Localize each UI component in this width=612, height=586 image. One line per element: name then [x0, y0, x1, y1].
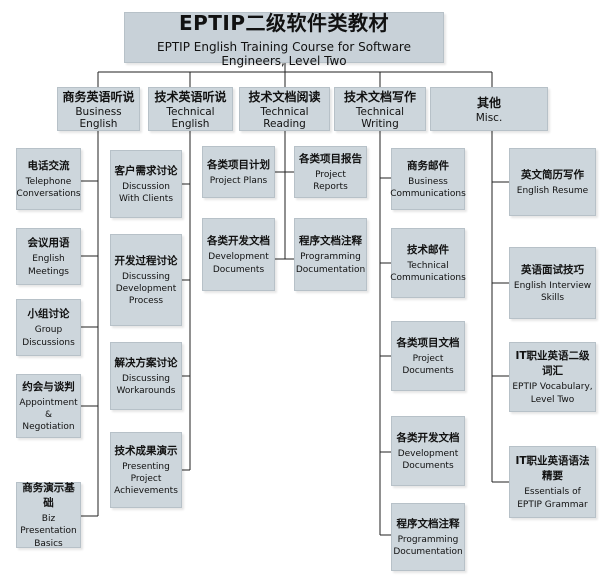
leaf-group-discussions: 小组讨论 Group Discussions — [16, 299, 81, 356]
category-label-en: Business English — [75, 106, 122, 130]
category-label-zh: 其他 — [476, 96, 501, 110]
leaf-label-zh: 各类项目计划 — [207, 158, 270, 171]
leaf-label-zh: 各类项目文档 — [396, 336, 460, 349]
category-label-zh: 技术英语听说 — [154, 90, 227, 104]
leaf-programming-documentation-reading: 程序文档注释 Programming Documentation — [294, 218, 367, 291]
leaf-label-zh: 小组讨论 — [27, 308, 70, 321]
leaf-label-zh: 约会与谈判 — [22, 380, 75, 393]
leaf-label-en: Development Documents — [397, 448, 459, 471]
leaf-label-zh: 各类开发文档 — [396, 431, 460, 444]
leaf-appointment-negotiation: 约会与谈判 Appointment & Negotiation — [16, 374, 81, 438]
root-title-en: EPTIP English Training Course for Softwa… — [157, 40, 411, 68]
leaf-label-zh: 英文简历写作 — [521, 168, 584, 181]
leaf-presenting-project-achievements: 技术成果演示 Presenting Project Achievements — [110, 432, 182, 508]
leaf-label-zh: 客户需求讨论 — [114, 164, 178, 177]
leaf-project-documents: 各类项目文档 Project Documents — [391, 321, 465, 391]
category-label-en: Technical Writing — [355, 106, 405, 130]
leaf-programming-documentation-writing: 程序文档注释 Programming Documentation — [391, 503, 465, 571]
leaf-english-interview-skills: 英语面试技巧 English Interview Skills — [509, 247, 596, 319]
category-label-en: Technical Reading — [260, 106, 309, 130]
leaf-label-zh: 会议用语 — [27, 237, 70, 250]
leaf-label-en: Discussion With Clients — [118, 181, 174, 204]
leaf-label-zh: 程序文档注释 — [299, 235, 362, 248]
leaf-label-zh: IT职业英语二级词汇 — [515, 350, 590, 378]
leaf-label-en: Technical Communications — [390, 260, 466, 283]
leaf-label-en: English Resume — [516, 185, 589, 196]
category-technical-writing: 技术文档写作 Technical Writing — [334, 87, 426, 131]
leaf-label-zh: 商务演示基础 — [22, 482, 75, 510]
leaf-label-en: Discussing Workarounds — [116, 373, 176, 396]
leaf-english-resume: 英文简历写作 English Resume — [509, 148, 596, 216]
leaf-label-zh: 开发过程讨论 — [114, 254, 178, 267]
leaf-label-en: Appointment & Negotiation — [19, 397, 78, 433]
leaf-label-en: Business Communications — [390, 176, 466, 199]
leaf-label-zh: 商务邮件 — [407, 159, 449, 172]
category-misc: 其他 Misc. — [430, 87, 548, 131]
leaf-label-en: Presenting Project Achievements — [114, 461, 178, 497]
leaf-project-reports: 各类项目报告 Project Reports — [294, 146, 367, 198]
leaf-eptip-vocabulary: IT职业英语二级词汇 EPTIP Vocabulary, Level Two — [509, 342, 596, 412]
leaf-label-zh: 技术邮件 — [407, 243, 449, 256]
root-title-zh: EPTIP二级软件类教材 — [178, 11, 390, 35]
leaf-label-en: Programming Documentation — [393, 534, 463, 557]
leaf-label-en: Development Documents — [208, 252, 269, 275]
category-label-zh: 技术文档阅读 — [248, 90, 321, 104]
leaf-business-communications: 商务邮件 Business Communications — [390, 148, 466, 210]
leaf-label-en: EPTIP Vocabulary, Level Two — [512, 382, 593, 405]
leaf-label-en: Project Reports — [313, 169, 348, 192]
leaf-english-meetings: 会议用语 English Meetings — [16, 228, 81, 285]
leaf-biz-presentation-basics: 商务演示基础 Biz Presentation Basics — [16, 482, 81, 549]
leaf-label-en: Project Plans — [209, 175, 268, 186]
leaf-discussing-workarounds: 解决方案讨论 Discussing Workarounds — [110, 342, 182, 410]
leaf-label-en: Biz Presentation Basics — [20, 514, 77, 549]
leaf-label-en: Programming Documentation — [295, 252, 366, 275]
leaf-development-documents-writing: 各类开发文档 Development Documents — [391, 416, 465, 486]
category-label-zh: 商务英语听说 — [62, 90, 135, 104]
leaf-label-zh: 电话交流 — [27, 159, 70, 172]
leaf-label-zh: 各类项目报告 — [299, 152, 362, 165]
category-business-english: 商务英语听说 Business English — [57, 87, 140, 131]
category-technical-reading: 技术文档阅读 Technical Reading — [239, 87, 330, 131]
leaf-eptip-grammar: IT职业英语语法精要 Essentials of EPTIP Grammar — [509, 446, 596, 518]
leaf-label-zh: 解决方案讨论 — [114, 356, 178, 369]
leaf-label-en: Group Discussions — [22, 325, 75, 348]
leaf-telephone-conversations: 电话交流 Telephone Conversations — [16, 148, 81, 210]
leaf-label-zh: 程序文档注释 — [396, 517, 460, 530]
category-label-zh: 技术文档写作 — [343, 90, 416, 104]
leaf-label-en: Telephone Conversations — [16, 176, 81, 199]
leaf-discussion-with-clients: 客户需求讨论 Discussion With Clients — [110, 150, 182, 218]
leaf-label-en: Project Documents — [402, 353, 454, 376]
leaf-label-en: Essentials of EPTIP Grammar — [517, 487, 588, 510]
leaf-label-zh: 技术成果演示 — [114, 444, 178, 457]
leaf-label-zh: IT职业英语语法精要 — [515, 455, 590, 483]
leaf-label-en: English Meetings — [28, 254, 69, 277]
leaf-project-plans: 各类项目计划 Project Plans — [202, 146, 275, 198]
leaf-technical-communications: 技术邮件 Technical Communications — [390, 228, 466, 298]
category-label-en: Technical English — [166, 106, 215, 130]
category-technical-english: 技术英语听说 Technical English — [148, 87, 233, 131]
leaf-label-zh: 各类开发文档 — [207, 235, 270, 248]
leaf-development-documents-reading: 各类开发文档 Development Documents — [202, 218, 275, 291]
leaf-label-zh: 英语面试技巧 — [521, 263, 584, 276]
leaf-label-en: English Interview Skills — [513, 280, 592, 303]
root-node: EPTIP二级软件类教材 EPTIP English Training Cour… — [124, 11, 444, 68]
category-label-en: Misc. — [475, 112, 503, 124]
leaf-discussing-development-process: 开发过程讨论 Discussing Development Process — [110, 234, 182, 326]
leaf-label-en: Discussing Development Process — [115, 271, 177, 307]
